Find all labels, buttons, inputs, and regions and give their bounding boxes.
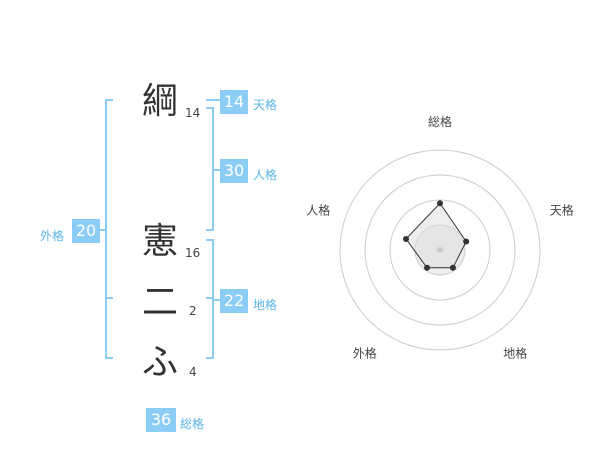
gaikaku-label: 外格 (40, 229, 65, 243)
chikaku-label: 地格 (253, 298, 278, 312)
name-char-2: 憲 (141, 221, 178, 262)
radar-axis-label-2: 地格 (503, 346, 527, 361)
radar-axis-label-0: 総格 (428, 114, 452, 129)
stroke-count-4: 4 (189, 365, 197, 379)
tenkaku-value: 14 (220, 90, 248, 114)
radar-point-1 (463, 238, 470, 245)
radar-axis-label-1: 天格 (550, 202, 574, 217)
radar-axis-label-4: 人格 (306, 202, 330, 217)
tenkaku-label: 天格 (253, 98, 278, 112)
gaikaku-value: 20 (72, 219, 100, 243)
stroke-count-2: 16 (185, 246, 201, 260)
soukaku-label: 総格 (180, 417, 205, 431)
name-char-3: 二 (141, 282, 178, 323)
chikaku-value: 22 (220, 289, 248, 313)
soukaku-value: 36 (146, 408, 176, 432)
radar-ring-3 (364, 174, 516, 326)
radar-ring-2 (389, 199, 491, 301)
stroke-count-1: 14 (185, 106, 201, 120)
radar-point-4 (402, 235, 409, 242)
radar-polygon (405, 202, 467, 269)
radar-axis-label-3: 外格 (353, 346, 377, 361)
jinkaku-value: 30 (220, 159, 248, 183)
radar-point-3 (424, 264, 431, 271)
radar-ring-4 (339, 149, 541, 351)
name-char-1: 綱 (141, 81, 178, 122)
radar-point-2 (449, 264, 456, 271)
stroke-count-3: 2 (189, 304, 197, 318)
name-char-4: ふ (141, 342, 178, 383)
jinkaku-label: 人格 (253, 168, 278, 182)
radar-point-0 (437, 200, 443, 207)
